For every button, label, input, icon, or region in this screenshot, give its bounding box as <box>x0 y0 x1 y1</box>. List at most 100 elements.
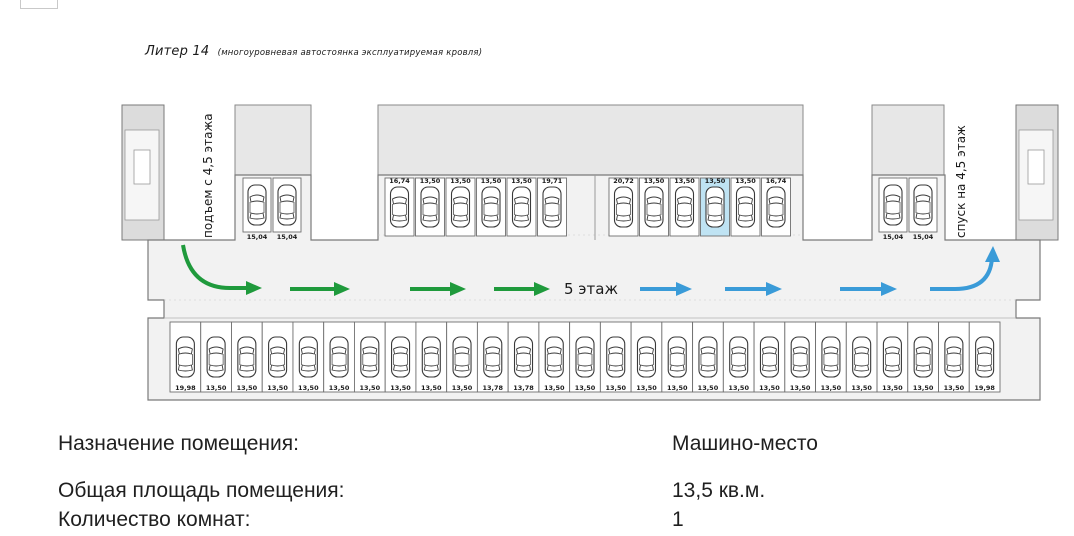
parking-space-area: 13,50 <box>790 384 811 392</box>
parking-space[interactable] <box>639 177 669 237</box>
frame-corner-mark <box>20 0 58 9</box>
parking-space[interactable] <box>446 321 478 393</box>
plan-title-main: Литер 14 <box>145 44 210 59</box>
parking-space[interactable] <box>242 177 272 233</box>
rooms-value: 1 <box>672 508 684 531</box>
parking-space[interactable] <box>761 177 791 237</box>
parking-space[interactable] <box>908 177 938 233</box>
parking-space[interactable] <box>845 321 878 393</box>
arrow-blue-head-up <box>985 246 1000 262</box>
parking-space[interactable] <box>784 321 817 393</box>
car-icon <box>450 186 471 228</box>
parking-space[interactable] <box>669 177 700 237</box>
car-icon <box>237 336 257 378</box>
parking-space[interactable] <box>753 321 786 393</box>
arrow-green-head-1 <box>246 281 262 295</box>
car-icon <box>513 336 534 378</box>
car-icon <box>821 336 841 378</box>
car-icon <box>247 184 267 226</box>
parking-space[interactable] <box>445 177 476 237</box>
car-icon <box>277 184 297 226</box>
parking-space[interactable] <box>569 321 601 393</box>
parking-space-area: 15,04 <box>247 233 268 241</box>
parking-space[interactable] <box>476 177 506 237</box>
parking-space[interactable] <box>700 177 730 237</box>
parking-space[interactable] <box>415 177 445 237</box>
car-icon <box>420 186 440 228</box>
parking-space[interactable] <box>878 177 908 233</box>
parking-space[interactable] <box>722 321 755 393</box>
parking-space[interactable] <box>506 177 537 237</box>
ramp-down-label: спуск на 4,5 этаж <box>954 125 968 238</box>
car-icon <box>735 186 756 228</box>
parking-space[interactable] <box>384 177 415 237</box>
parking-space[interactable] <box>231 321 263 393</box>
parking-space[interactable] <box>200 321 232 393</box>
car-icon <box>452 336 472 378</box>
parking-space[interactable] <box>476 321 509 393</box>
parking-space-area: 13,50 <box>481 177 502 185</box>
parking-space[interactable] <box>507 321 540 393</box>
area-value: 13,5 кв.м. <box>672 479 766 502</box>
car-icon <box>705 186 725 228</box>
arrow-green-curve <box>181 244 248 290</box>
parking-space-area: 13,50 <box>944 384 965 392</box>
parking-space-area: 13,50 <box>298 384 319 392</box>
parking-space-area: 13,50 <box>360 384 381 392</box>
arrow-blue-curve <box>930 257 994 291</box>
parking-space[interactable] <box>730 177 761 237</box>
parking-space[interactable] <box>630 321 663 393</box>
ramp-up-label: подъем с 4,5 этажа <box>201 113 215 238</box>
parking-space[interactable] <box>661 321 694 393</box>
car-icon <box>882 336 902 378</box>
parking-space[interactable] <box>815 321 847 393</box>
parking-space-area: 13,78 <box>482 384 503 392</box>
car-icon <box>698 336 718 378</box>
parking-space[interactable] <box>938 321 970 393</box>
car-icon <box>389 186 410 228</box>
area-label: Общая площадь помещения: <box>58 479 345 502</box>
car-icon <box>729 336 749 378</box>
car-icon <box>511 186 532 228</box>
plan-title-subtitle: (многоуровневая автостоянка эксплуатируе… <box>217 48 483 58</box>
parking-space[interactable] <box>968 321 1001 393</box>
parking-space[interactable] <box>272 177 302 233</box>
parking-space-outline <box>415 321 448 393</box>
parking-space[interactable] <box>353 321 386 393</box>
car-icon <box>636 336 657 378</box>
parking-space[interactable] <box>415 321 448 393</box>
car-icon <box>913 184 933 226</box>
car-icon <box>766 186 786 228</box>
parking-space[interactable] <box>876 321 909 393</box>
parking-space[interactable] <box>608 177 639 237</box>
parking-space-area: 13,50 <box>644 177 665 185</box>
parking-space[interactable] <box>538 321 571 393</box>
parking-space-outline <box>661 321 694 393</box>
parking-space[interactable] <box>384 321 417 393</box>
parking-space[interactable] <box>537 177 567 237</box>
parking-space[interactable] <box>261 321 294 393</box>
parking-space-area: 16,74 <box>766 177 787 185</box>
parking-space-area: 13,50 <box>452 384 473 392</box>
car-icon <box>298 336 318 378</box>
parking-space-area: 19,98 <box>175 384 196 392</box>
floor-label: 5 этаж <box>564 280 618 298</box>
parking-space-area: 13,50 <box>636 384 657 392</box>
car-icon <box>759 336 779 378</box>
parking-space[interactable] <box>599 321 632 393</box>
parking-space[interactable] <box>169 321 202 393</box>
parking-space[interactable] <box>692 321 724 393</box>
car-icon <box>944 336 964 378</box>
parking-space[interactable] <box>323 321 355 393</box>
car-icon <box>913 336 933 378</box>
parking-space-area: 13,50 <box>450 177 471 185</box>
parking-space[interactable] <box>907 321 939 393</box>
purpose-label: Назначение помещения: <box>58 432 299 455</box>
parking-space[interactable] <box>292 321 325 393</box>
car-icon <box>975 336 995 378</box>
car-icon <box>360 336 380 378</box>
parking-space-area: 13,50 <box>420 177 441 185</box>
parking-space-area: 13,50 <box>511 177 532 185</box>
parking-space-area: 13,50 <box>237 384 258 392</box>
